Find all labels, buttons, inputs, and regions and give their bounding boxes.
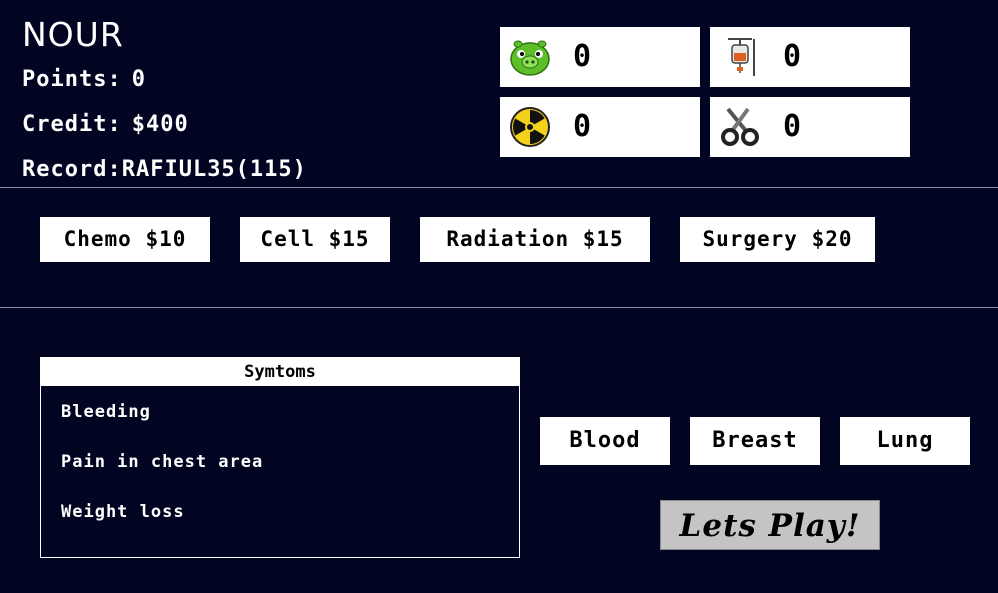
inventory-count: 0 bbox=[573, 39, 592, 74]
buy-radiation-button[interactable]: Radiation $15 bbox=[420, 217, 650, 262]
lets-play-button[interactable]: Lets Play! bbox=[660, 500, 880, 550]
inventory-radiation: 0 bbox=[500, 97, 700, 157]
inventory-cell: 0 bbox=[710, 27, 910, 87]
radiation-icon bbox=[510, 107, 550, 147]
divider bbox=[0, 187, 998, 188]
buy-chemo-button[interactable]: Chemo $10 bbox=[40, 217, 210, 262]
buy-cell-button[interactable]: Cell $15 bbox=[240, 217, 390, 262]
record-value: RAFIUL35(115) bbox=[121, 157, 307, 182]
symptom-item: Bleeding bbox=[61, 402, 151, 422]
buy-surgery-button[interactable]: Surgery $20 bbox=[680, 217, 875, 262]
credit-value: $400 bbox=[131, 112, 189, 137]
credit-stat: Credit: $400 bbox=[22, 111, 189, 139]
pig-icon bbox=[510, 40, 550, 76]
points-stat: Points: 0 bbox=[22, 66, 146, 94]
option-blood-button[interactable]: Blood bbox=[540, 417, 670, 465]
inventory-count: 0 bbox=[783, 109, 802, 144]
points-value: 0 bbox=[131, 67, 146, 92]
inventory-chemo: 0 bbox=[500, 27, 700, 87]
record-stat: Record:RAFIUL35(115) bbox=[22, 156, 307, 184]
scissors-icon bbox=[721, 107, 759, 146]
option-lung-button[interactable]: Lung bbox=[840, 417, 970, 465]
points-label: Points: bbox=[22, 67, 122, 92]
symptom-item: Pain in chest area bbox=[61, 452, 264, 472]
symptom-item: Weight loss bbox=[61, 502, 185, 522]
record-label: Record: bbox=[22, 157, 122, 182]
inventory-count: 0 bbox=[573, 109, 592, 144]
credit-label: Credit: bbox=[22, 112, 122, 137]
player-name: NOUR bbox=[22, 15, 124, 54]
iv-drip-icon bbox=[728, 38, 755, 76]
option-breast-button[interactable]: Breast bbox=[690, 417, 820, 465]
inventory-surgery: 0 bbox=[710, 97, 910, 157]
inventory-count: 0 bbox=[783, 39, 802, 74]
symptoms-title: Symtoms bbox=[41, 358, 519, 386]
divider bbox=[0, 307, 998, 308]
symptoms-panel: Symtoms Bleeding Pain in chest area Weig… bbox=[40, 357, 520, 558]
